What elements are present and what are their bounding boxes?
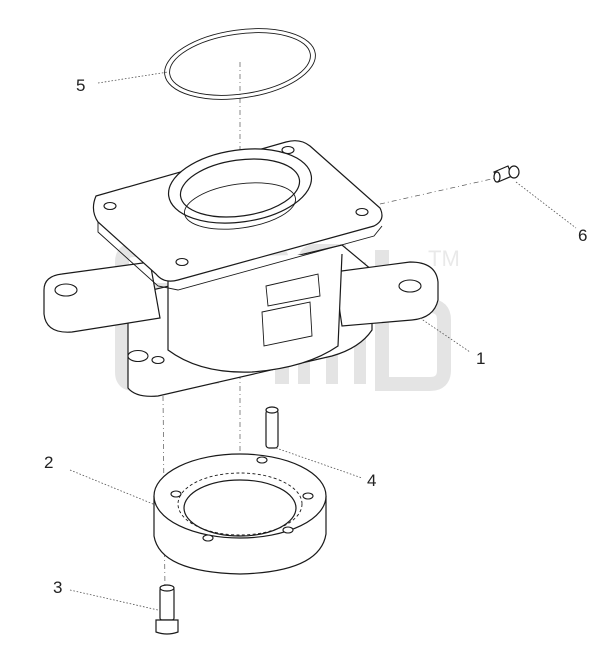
bolt xyxy=(155,584,179,635)
callout-2: 2 xyxy=(44,453,53,472)
leader-lines xyxy=(69,71,577,611)
leader-6 xyxy=(515,181,577,229)
fitting-axis xyxy=(379,177,497,205)
callout-6: 6 xyxy=(578,226,587,245)
callout-5: 5 xyxy=(76,76,85,95)
o-ring xyxy=(164,28,316,100)
bracket-housing xyxy=(43,140,439,397)
grease-fitting xyxy=(493,165,520,183)
ring-gear xyxy=(153,453,327,575)
leader-4 xyxy=(275,447,363,479)
watermark-trademark: TM xyxy=(428,246,460,271)
leader-5 xyxy=(97,71,169,84)
leader-3 xyxy=(69,589,159,611)
leader-2 xyxy=(69,469,159,507)
callout-3: 3 xyxy=(53,578,62,597)
callout-1: 1 xyxy=(476,349,485,368)
callout-4: 4 xyxy=(367,471,376,490)
dowel-pin xyxy=(265,406,279,449)
